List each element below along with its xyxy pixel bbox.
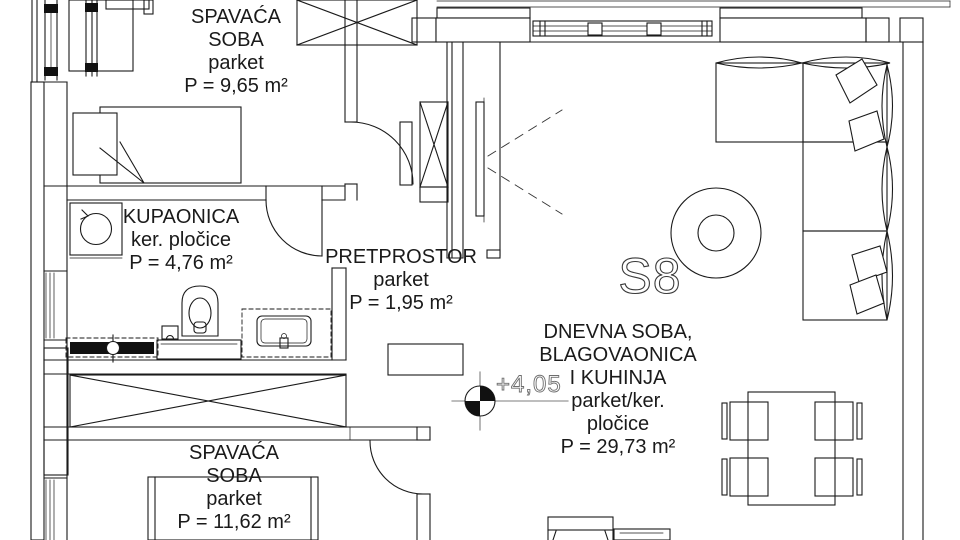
- pillow-icon: [849, 274, 885, 315]
- pillow-icon: [848, 110, 885, 152]
- room-area: P = 9,65 m²: [184, 75, 288, 97]
- room-name: KUPAONICA: [122, 206, 240, 228]
- round-table-symbol: [670, 187, 762, 279]
- right-exterior-wall: [902, 41, 924, 540]
- room-label-bedroom2: SPAVAĆA SOBA parket P = 11,62 m²: [177, 442, 290, 534]
- desk-symbol: [68, 0, 154, 72]
- bedroom1-door-swing: [350, 121, 414, 185]
- room-floor: pločice: [586, 413, 650, 435]
- bathroom-door-swing: [265, 199, 323, 257]
- hall-shaft-walls: [446, 41, 501, 259]
- tv-panel: [475, 97, 563, 223]
- room-floor: parket: [206, 488, 262, 510]
- room-floor: parket/ker.: [571, 390, 665, 412]
- toilet-icon: [181, 285, 219, 348]
- room-label-bathroom: KUPAONICA ker. pločice P = 4,76 m²: [123, 206, 239, 275]
- pillow-icon: [851, 245, 888, 283]
- wardrobe2-symbol: [69, 374, 347, 428]
- room-label-hallway: PRETPROSTOR parket P = 1,95 m²: [325, 246, 477, 315]
- elevation-value: +4,05: [496, 371, 562, 399]
- room-floor: ker. pločice: [130, 229, 232, 251]
- pillow-icon: [835, 58, 878, 104]
- room-name: I KUHINJA: [569, 367, 667, 389]
- elevation-marker-icon: [451, 371, 569, 431]
- room-floor: parket: [373, 269, 429, 291]
- bed2-symbol: [147, 476, 319, 540]
- north-wall-stub: [85, 0, 98, 77]
- top-exterior-wall: [411, 0, 951, 43]
- dining-set-symbol: [721, 391, 863, 506]
- shower-tray-symbol: [156, 339, 242, 360]
- shoe-cabinet-symbol: [399, 101, 449, 203]
- room-name: SOBA: [208, 29, 264, 51]
- sofa-symbol: [715, 56, 894, 321]
- bedroom2-door-swing: [369, 440, 424, 495]
- bedroom1-walls: [43, 0, 358, 201]
- bathroom-walls: [43, 267, 347, 375]
- radiator-symbol: [65, 334, 159, 363]
- room-area: P = 11,62 m²: [177, 511, 291, 533]
- room-area: P = 4,76 m²: [129, 252, 233, 274]
- room-area: P = 29,73 m²: [560, 436, 676, 458]
- washing-machine-icon: [69, 202, 123, 259]
- room-name: SPAVAĆA: [190, 6, 282, 28]
- room-floor: parket: [208, 52, 264, 74]
- room-name: DNEVNA SOBA,: [543, 321, 693, 343]
- room-name: BLAGOVAONICA: [539, 344, 697, 366]
- room-label-bedroom1: SPAVAĆA SOBA parket P = 9,65 m²: [184, 6, 288, 98]
- room-name: PRETPROSTOR: [325, 246, 477, 268]
- room-area: P = 1,95 m²: [349, 292, 453, 314]
- unit-label: S8: [618, 248, 682, 304]
- room-label-living: DNEVNA SOBA, BLAGOVAONICA I KUHINJA park…: [539, 321, 696, 459]
- left-exterior-wall: [30, 0, 69, 540]
- room-name: SOBA: [206, 465, 262, 487]
- bed-symbol: [72, 106, 242, 184]
- kitchen-chairs-symbol: [547, 516, 671, 540]
- sink-vanity-symbol: [241, 308, 332, 358]
- room-name: SPAVAĆA: [188, 442, 280, 464]
- wardrobe-symbol: [296, 0, 418, 46]
- wall-column-block: [387, 343, 464, 376]
